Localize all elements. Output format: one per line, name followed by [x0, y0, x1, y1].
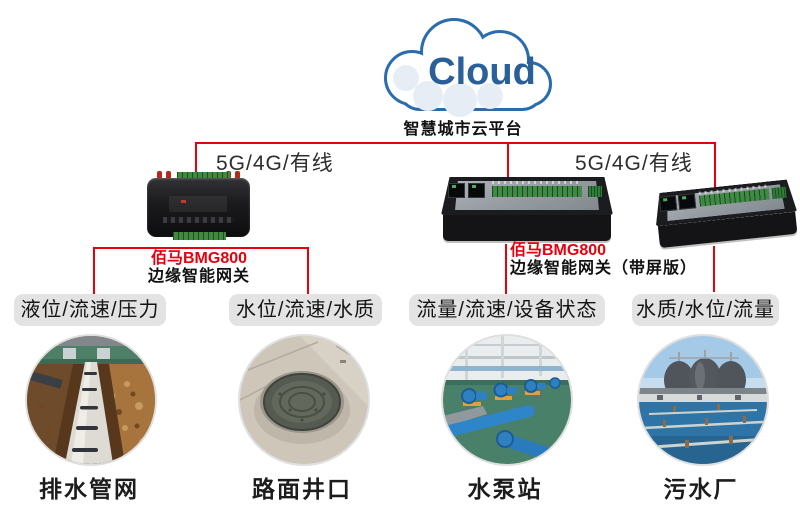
edge-gateway-device	[147, 170, 250, 240]
gateway-name: 边缘智能网关（带屏版）	[510, 259, 698, 277]
connector-right-drop	[714, 142, 716, 188]
gateway-label-right: 佰马BMG800 边缘智能网关（带屏版）	[510, 242, 698, 278]
connector-right-lower-drop	[713, 246, 715, 292]
connector-left-drop	[195, 142, 197, 172]
cloud-icon: Cloud	[384, 18, 552, 117]
site-caption-pump: 水泵站	[467, 476, 543, 502]
antenna-icon	[166, 171, 171, 179]
antenna-icon	[235, 171, 240, 179]
sewage-plant-photo	[637, 334, 769, 466]
brand-mark	[181, 200, 186, 203]
sensor-tag-pump: 流量/流速/设备状态	[409, 294, 605, 326]
connector-bracket-right-drop	[307, 247, 309, 295]
connector-top-horizontal	[195, 142, 716, 144]
device-front-panel	[443, 215, 611, 241]
terminal-block	[177, 172, 230, 180]
site-caption-manhole: 路面井口	[252, 476, 352, 502]
platform-label: 智慧城市云平台	[403, 121, 523, 138]
site-caption-drainage: 排水管网	[39, 476, 139, 502]
edge-gateway-screen-device	[652, 179, 799, 250]
sensor-tag-manhole: 水位/流速/水质	[229, 294, 382, 326]
gateway-model: 佰马BMG800	[150, 250, 248, 267]
edge-gateway-screen-device	[441, 177, 613, 241]
device-label-plate	[169, 196, 227, 212]
cloud-label: Cloud	[428, 51, 536, 93]
panel-markings	[492, 181, 582, 184]
cloud-inner-shading	[393, 65, 503, 117]
ethernet-port	[468, 183, 485, 198]
sensor-tag-sewage: 水质/水位/流量	[632, 294, 779, 326]
ethernet-port	[448, 183, 465, 198]
terminal-block	[173, 232, 226, 240]
connector-bracket-left-drop	[93, 247, 95, 295]
ethernet-port	[677, 193, 697, 210]
gateway-model: 佰马BMG800	[510, 242, 607, 259]
uplink-label-left: 5G/4G/有线	[216, 152, 334, 175]
manhole-photo	[238, 334, 370, 466]
pump-station-photo	[441, 334, 573, 466]
terminal-block-small	[771, 186, 787, 200]
device-body	[147, 178, 250, 237]
port-row	[163, 217, 234, 223]
terminal-block	[492, 186, 582, 197]
site-caption-sewage: 污水厂	[663, 476, 739, 502]
sensor-tag-drainage: 液位/流速/压力	[14, 294, 166, 326]
antenna-icon	[157, 171, 162, 179]
terminal-block-small	[588, 186, 602, 197]
connector-middle-lower-drop	[505, 244, 507, 294]
connector-middle-drop	[507, 142, 509, 186]
connector-bracket-horizontal	[93, 247, 309, 249]
gateway-name: 边缘智能网关	[147, 267, 250, 285]
uplink-label-right: 5G/4G/有线	[575, 152, 693, 175]
gateway-label-left: 佰马BMG800 边缘智能网关	[115, 250, 283, 286]
drainage-pipeline-photo	[25, 334, 157, 466]
ethernet-port	[658, 195, 678, 212]
